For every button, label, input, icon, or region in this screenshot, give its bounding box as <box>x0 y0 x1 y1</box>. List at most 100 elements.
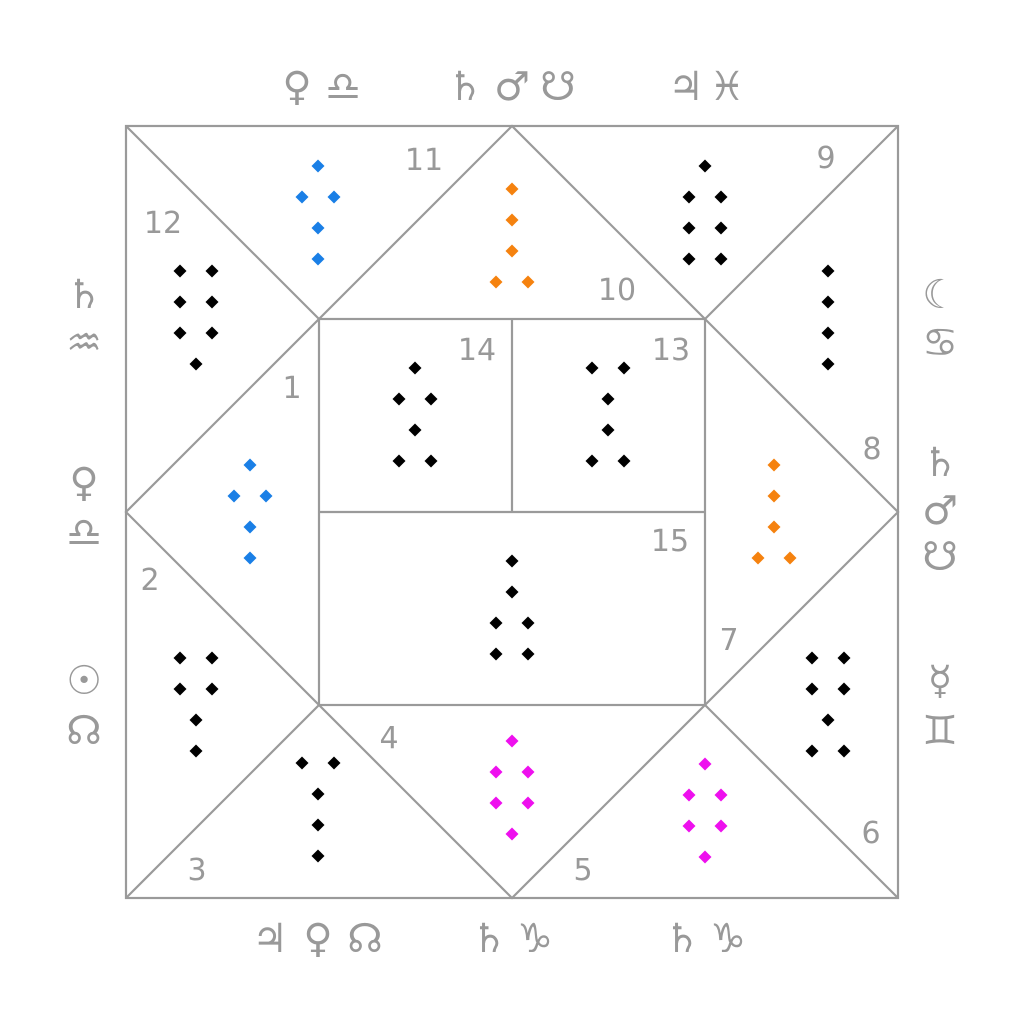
glyph-right-lower-0: ☿ <box>928 658 953 704</box>
figure-dot-6-1-0 <box>805 682 819 696</box>
cell-label-1: 1 <box>282 371 301 406</box>
figure-dot-2-2-0 <box>189 713 203 727</box>
cell-label-2: 2 <box>140 563 159 598</box>
figure-dot-14-2-0 <box>408 423 422 437</box>
figure-dot-6-0-1 <box>837 651 851 665</box>
figure-dot-10-3-1 <box>521 275 535 289</box>
figure-dot-7-0-0 <box>767 458 781 472</box>
figure-dot-6-1-1 <box>837 682 851 696</box>
cell-label-11: 11 <box>405 143 443 178</box>
glyph-bottom-left-1: ♀ <box>303 916 332 962</box>
figure-dot-3-0-0 <box>295 756 309 770</box>
figure-dot-3-2-0 <box>311 818 325 832</box>
figure-dot-9-2-1 <box>714 221 728 235</box>
figure-dot-15-0-0 <box>505 554 519 568</box>
figure-dot-14-0-0 <box>408 361 422 375</box>
glyph-right-upper-0: ☾ <box>922 272 958 318</box>
figure-dot-12-0-0 <box>173 264 187 278</box>
figure-dot-12-2-1 <box>205 326 219 340</box>
figure-dot-6-2-0 <box>821 713 835 727</box>
figure-dot-9-1-0 <box>682 190 696 204</box>
figure-dot-1-1-1 <box>259 489 273 503</box>
glyph-top-right-0: ♃ <box>668 64 704 110</box>
figure-dot-5-3-0 <box>698 850 712 864</box>
figure-dot-1-1-0 <box>227 489 241 503</box>
figure-dot-2-1-0 <box>173 682 187 696</box>
figure-dot-12-0-1 <box>205 264 219 278</box>
figure-dot-10-2-0 <box>505 244 519 258</box>
figure-dot-2-0-0 <box>173 651 187 665</box>
figure-dot-13-2-0 <box>601 423 615 437</box>
glyph-bottom-center-1: ♑ <box>517 916 553 962</box>
figure-dot-12-2-0 <box>173 326 187 340</box>
cell-label-15: 15 <box>651 524 689 559</box>
figure-dot-10-1-0 <box>505 213 519 227</box>
glyph-right-middle-0: ♄ <box>922 440 958 486</box>
figure-dot-5-0-0 <box>698 757 712 771</box>
figure-dot-5-1-1 <box>714 788 728 802</box>
figure-dots <box>173 159 851 864</box>
glyph-right-middle-1: ♂ <box>922 488 958 534</box>
figure-dot-8-1-0 <box>821 295 835 309</box>
figure-dot-13-1-0 <box>601 392 615 406</box>
figure-dot-13-3-1 <box>617 454 631 468</box>
figure-dot-4-1-1 <box>521 765 535 779</box>
figure-dot-7-3-0 <box>751 551 765 565</box>
figure-dot-1-3-0 <box>243 551 257 565</box>
figure-dot-6-0-0 <box>805 651 819 665</box>
figure-dot-1-2-0 <box>243 520 257 534</box>
figure-dot-15-2-1 <box>521 616 535 630</box>
cell-label-13: 13 <box>652 333 690 368</box>
figure-dot-13-3-0 <box>585 454 599 468</box>
figure-dot-13-0-0 <box>585 361 599 375</box>
cell-label-12: 12 <box>144 206 182 241</box>
figure-dot-14-3-1 <box>424 454 438 468</box>
figure-dot-8-3-0 <box>821 357 835 371</box>
figure-dot-4-0-0 <box>505 734 519 748</box>
diagonal-bottom-right <box>704 704 899 899</box>
figure-dot-10-0-0 <box>505 182 519 196</box>
figure-dot-12-1-1 <box>205 295 219 309</box>
figure-dot-6-3-0 <box>805 744 819 758</box>
figure-dot-4-2-0 <box>489 796 503 810</box>
figure-dot-11-1-0 <box>295 190 309 204</box>
figure-dot-4-1-0 <box>489 765 503 779</box>
figure-dot-9-0-0 <box>698 159 712 173</box>
glyph-bottom-left-0: ♃ <box>252 916 288 962</box>
figure-dot-15-3-0 <box>489 647 503 661</box>
inner-diamond <box>124 124 900 900</box>
glyph-left-upper-1: ♒ <box>66 320 102 366</box>
cell-label-6: 6 <box>861 816 880 851</box>
figure-dot-3-0-1 <box>327 756 341 770</box>
figure-dot-7-2-0 <box>767 520 781 534</box>
figure-dot-9-3-1 <box>714 252 728 266</box>
figure-dot-5-1-0 <box>682 788 696 802</box>
cell-label-3: 3 <box>187 853 206 888</box>
figure-dot-10-3-0 <box>489 275 503 289</box>
figure-dot-1-0-0 <box>243 458 257 472</box>
figure-dot-8-0-0 <box>821 264 835 278</box>
figure-dot-13-0-1 <box>617 361 631 375</box>
figure-dot-12-3-0 <box>189 357 203 371</box>
figure-dot-11-0-0 <box>311 159 325 173</box>
glyph-top-center-1: ♂ <box>494 64 530 110</box>
glyph-left-lower-0: ☉ <box>66 658 102 704</box>
glyph-right-middle-2: ☋ <box>922 534 958 580</box>
planet-glyphs: ♀ ♎ ♄ ♂ ☋ ♃ ♓ ♄ ♒ ♀ ♎ ☉ ☊ ☾ ♋ ♄ ♂ ☋ ☿ ♊ … <box>66 64 958 962</box>
glyph-left-middle-0: ♀ <box>69 460 98 506</box>
glyph-bottom-left-2: ☊ <box>347 916 383 962</box>
figure-dot-15-1-0 <box>505 585 519 599</box>
figure-dot-15-3-1 <box>521 647 535 661</box>
figure-dot-11-3-0 <box>311 252 325 266</box>
figure-dot-2-0-1 <box>205 651 219 665</box>
figure-dot-11-1-1 <box>327 190 341 204</box>
figure-dot-4-3-0 <box>505 827 519 841</box>
glyph-bottom-right-1: ♑ <box>710 916 746 962</box>
cell-label-9: 9 <box>816 141 835 176</box>
cell-label-14: 14 <box>458 333 496 368</box>
glyph-top-right-1: ♓ <box>709 64 745 110</box>
cell-label-4: 4 <box>379 721 398 756</box>
figure-dot-7-1-0 <box>767 489 781 503</box>
